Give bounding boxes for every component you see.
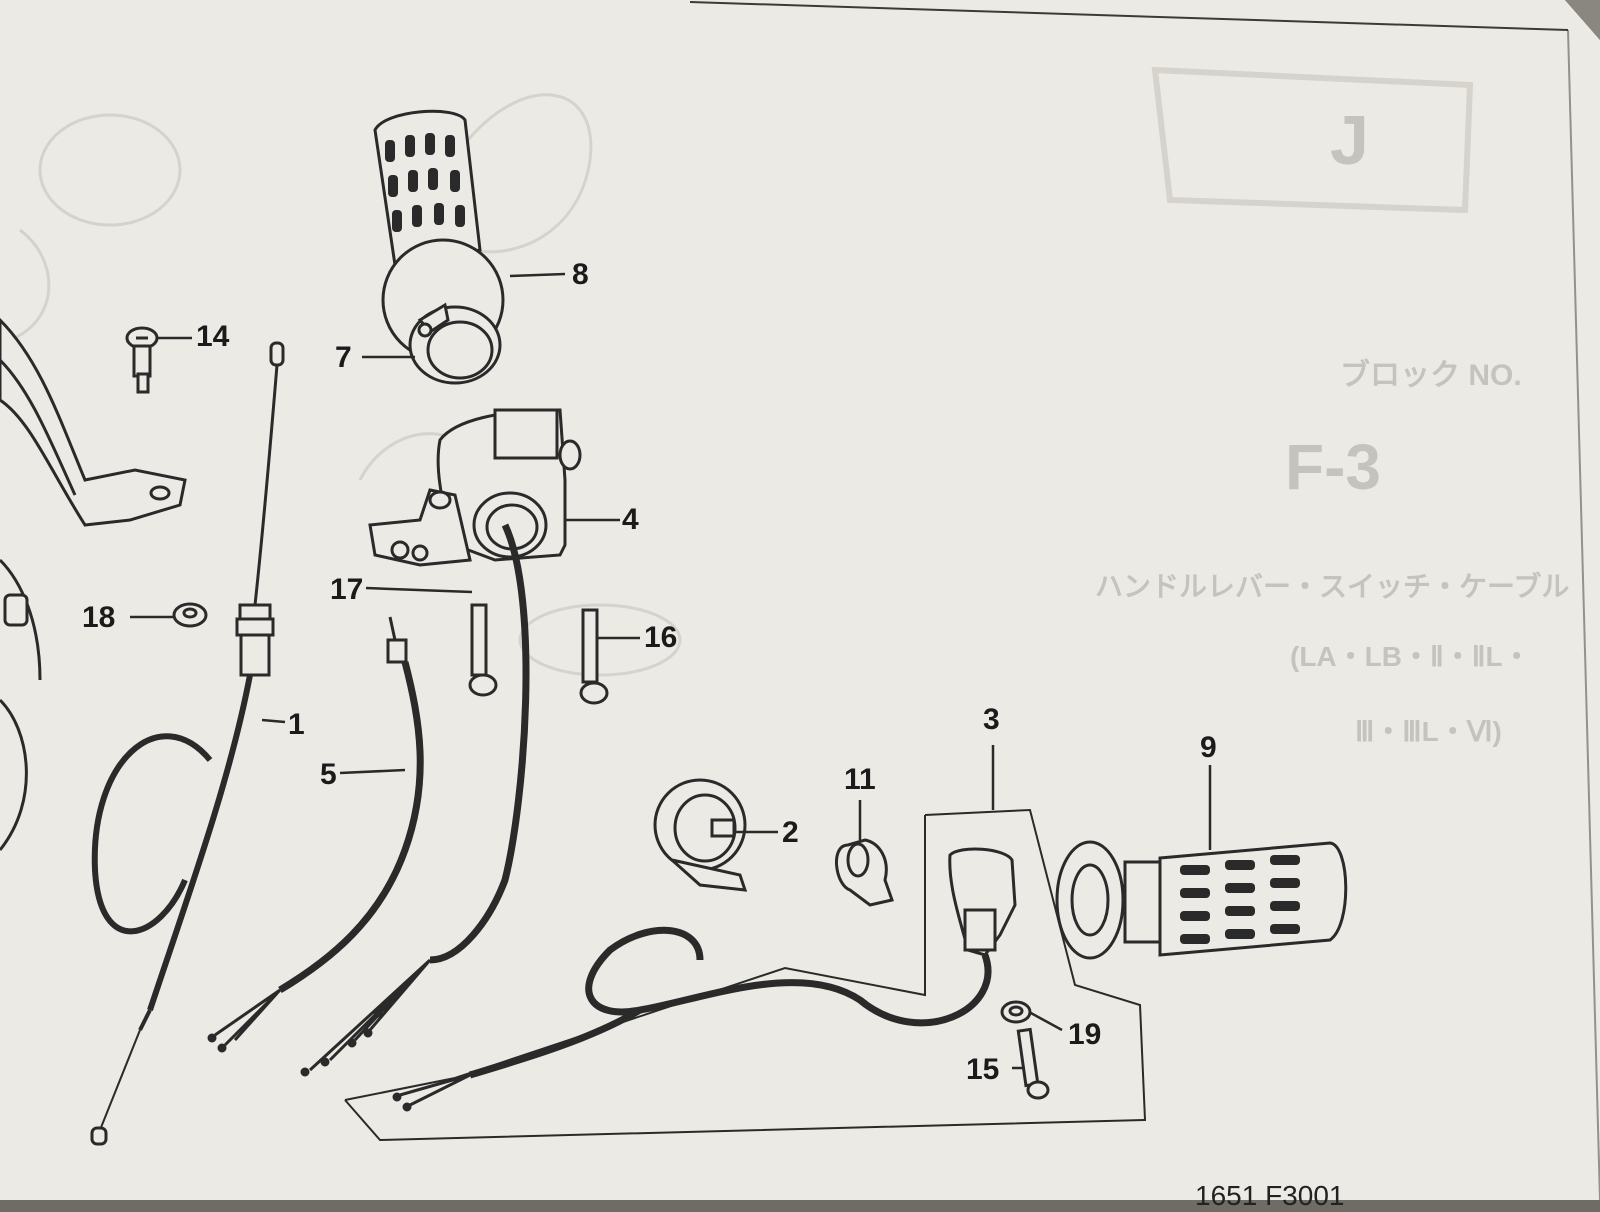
nut-18 bbox=[172, 602, 208, 628]
bleed-through-drawing bbox=[9, 93, 682, 677]
tab-mark-outline bbox=[1151, 66, 1474, 214]
cable-1 bbox=[90, 341, 285, 1146]
paper-top-rule bbox=[689, 1, 1569, 31]
collar-ring-2 bbox=[653, 778, 748, 892]
switch-housing-4 bbox=[368, 408, 582, 964]
grip-9 bbox=[1055, 840, 1348, 960]
paper-shadow-edge bbox=[1565, 0, 1600, 40]
screw-16 bbox=[579, 608, 609, 705]
throttle-pipe-7 bbox=[408, 302, 502, 385]
lever-bracket bbox=[0, 317, 187, 851]
paper-right-rule bbox=[1567, 29, 1600, 1200]
wire-harness-5 bbox=[207, 616, 424, 1053]
leader-lines bbox=[130, 272, 1212, 1070]
screw-15 bbox=[1016, 1027, 1050, 1100]
pivot-bolt-14 bbox=[125, 326, 159, 394]
clamp-11 bbox=[834, 838, 894, 907]
screw-17 bbox=[468, 603, 498, 697]
washer-19 bbox=[1000, 1000, 1032, 1024]
switch-assembly-3 bbox=[300, 808, 1147, 1142]
